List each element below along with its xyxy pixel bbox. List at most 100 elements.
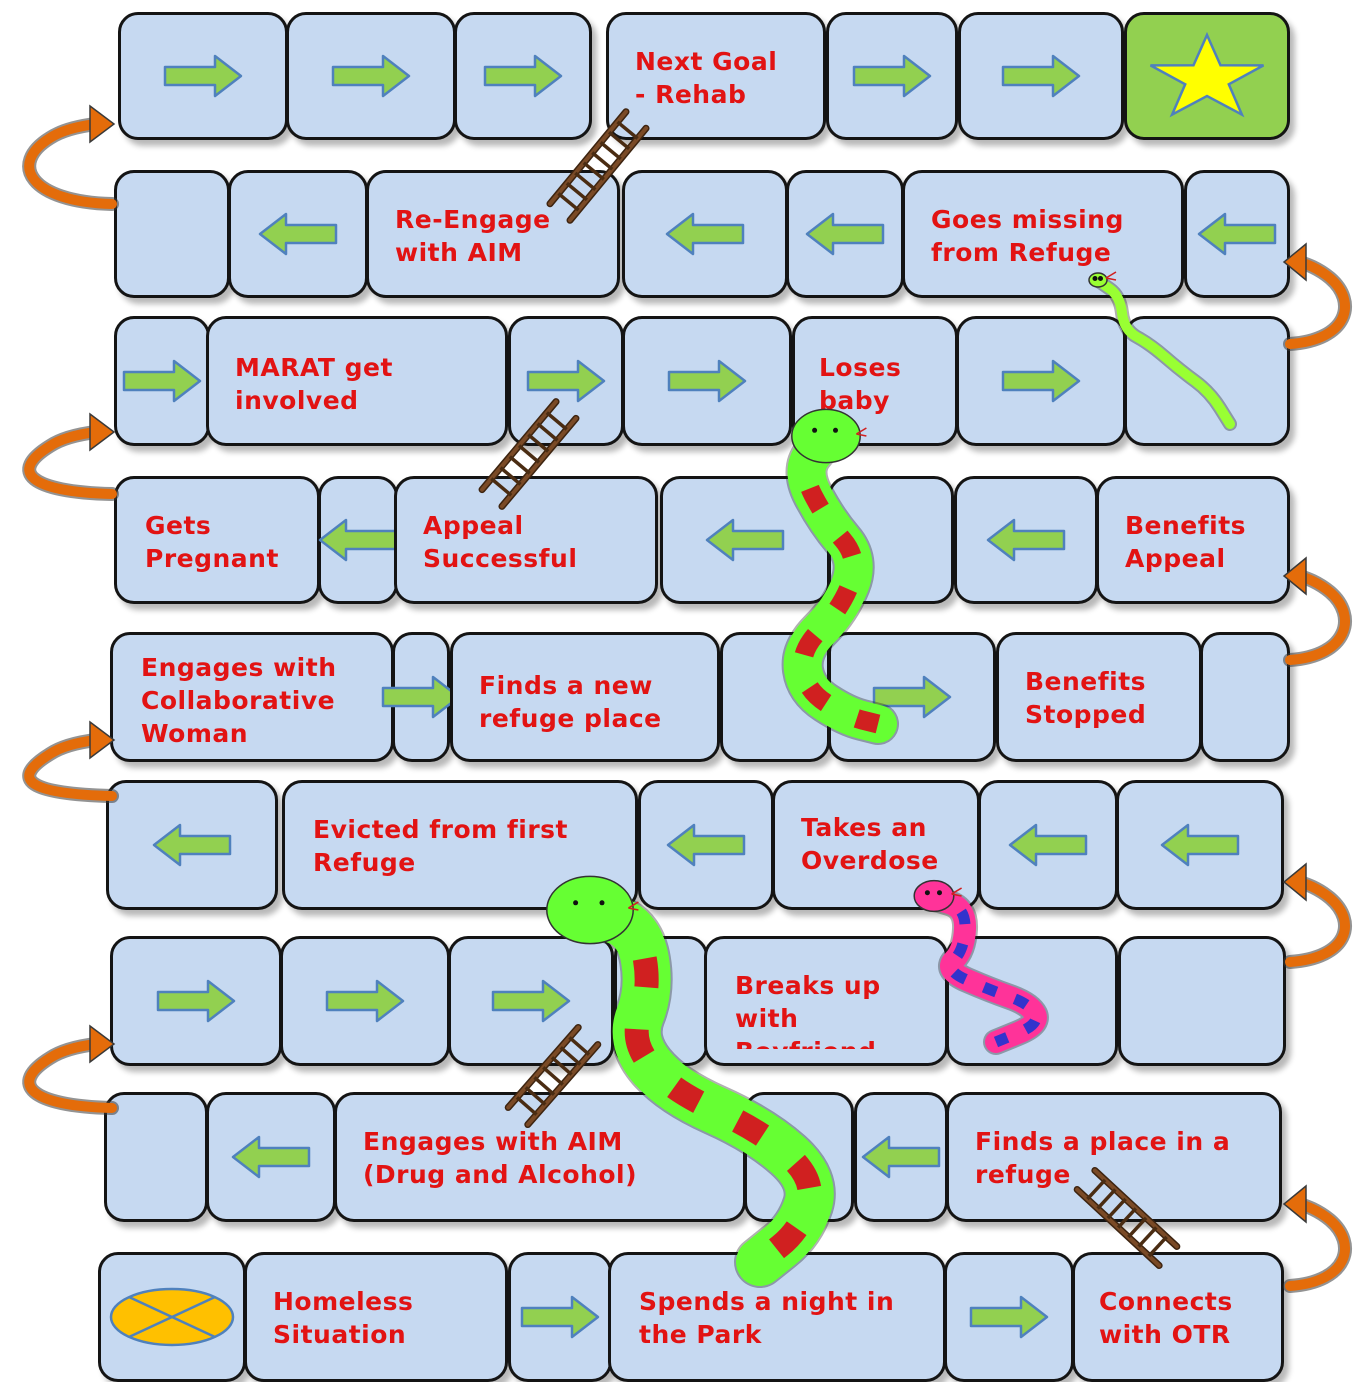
square-label: Gets Pregnant <box>145 511 279 573</box>
board-square-r3c2: MARAT get involved <box>206 316 508 446</box>
board-square-arrow <box>280 936 450 1066</box>
left-arrow-icon <box>1197 212 1277 256</box>
board-square-r9c4: Spends a night in the Park <box>608 1252 946 1382</box>
left-arrow-icon <box>705 518 785 562</box>
board-square-arrow <box>448 936 614 1066</box>
board-square-r6c2: Evicted from first Refuge <box>282 780 638 910</box>
board-square-arrow <box>110 936 282 1066</box>
right-arrow-icon <box>1001 359 1081 403</box>
board-square-arrow <box>854 1092 948 1222</box>
board-square-r5c6: Benefits Stopped <box>996 632 1202 762</box>
left-arrow-icon <box>665 212 745 256</box>
board-square-r4c3: Appeal Successful <box>394 476 658 604</box>
left-arrow-icon <box>318 518 398 562</box>
board-square-arrow <box>106 780 278 910</box>
square-label: Loses baby <box>819 353 902 415</box>
board-square-arrow <box>286 12 456 140</box>
square-label: Breaks up with Boyfriend <box>735 971 881 1049</box>
right-arrow-icon <box>381 675 461 719</box>
board-square-r6c4: Takes an Overdose <box>772 780 980 910</box>
board-square-empty <box>744 1092 854 1222</box>
board-square-arrow <box>318 476 398 604</box>
curved-arrow-icon <box>22 720 119 803</box>
board-square-r4c1: Gets Pregnant <box>114 476 320 604</box>
right-arrow-icon <box>852 54 932 98</box>
right-arrow-icon <box>526 359 606 403</box>
board-square-empty <box>1118 936 1286 1066</box>
square-label: Takes an Overdose <box>801 813 939 875</box>
curved-arrow-icon <box>1282 556 1352 667</box>
square-label: Engages with Collaborative Woman <box>141 653 337 748</box>
board-square-arrow <box>786 170 904 298</box>
finish-square <box>1124 12 1290 140</box>
right-arrow-icon <box>331 54 411 98</box>
right-arrow-icon <box>520 1295 600 1339</box>
board-square-r2c3: Re-Engage with AIM <box>366 170 620 298</box>
board-square-arrow <box>944 1252 1074 1382</box>
start-square <box>98 1252 246 1382</box>
right-arrow-icon <box>491 979 571 1023</box>
right-arrow-icon <box>969 1295 1049 1339</box>
board-square-r3c5: Loses baby <box>792 316 958 446</box>
square-label: Evicted from first Refuge <box>313 815 569 877</box>
board-square-r1c4: Next Goal - Rehab <box>606 12 826 140</box>
board-square-r7c4: Breaks up with Boyfriend <box>704 936 948 1066</box>
board-square-empty <box>104 1092 208 1222</box>
board-square-arrow <box>826 12 958 140</box>
board-square-arrow <box>622 316 792 446</box>
board-square-r5c3: Finds a new refuge place <box>450 632 720 762</box>
curved-arrow-icon <box>22 412 119 501</box>
board-square-arrow <box>118 12 288 140</box>
left-arrow-icon <box>986 518 1066 562</box>
right-arrow-icon <box>122 359 202 403</box>
board-square-r2c6: Goes missing from Refuge <box>902 170 1184 298</box>
square-label: Next Goal - Rehab <box>635 47 778 109</box>
square-label: Benefits Appeal <box>1125 511 1247 573</box>
board-square-empty <box>828 476 954 604</box>
right-arrow-icon <box>667 359 747 403</box>
left-arrow-icon <box>805 212 885 256</box>
board-square-arrow <box>660 476 830 604</box>
start-oval-icon <box>109 1287 235 1347</box>
board-square-arrow <box>958 12 1124 140</box>
right-arrow-icon <box>325 979 405 1023</box>
board-square-empty <box>1200 632 1290 762</box>
board-square-arrow <box>1116 780 1284 910</box>
square-label: Finds a new refuge place <box>479 671 662 733</box>
left-arrow-icon <box>666 823 746 867</box>
right-arrow-icon <box>163 54 243 98</box>
board-square-arrow <box>828 632 996 762</box>
square-label: Finds a place in a refuge <box>975 1127 1231 1189</box>
board-square-arrow <box>381 632 461 762</box>
board-square-r8c6: Finds a place in a refuge <box>946 1092 1282 1222</box>
board-square-arrow <box>638 780 774 910</box>
square-label: Homeless Situation <box>273 1287 414 1349</box>
board-square-arrow <box>1184 170 1290 298</box>
board-square-empty <box>1124 316 1290 446</box>
board-square-r9c6: Connects with OTR <box>1072 1252 1284 1382</box>
square-label: Engages with AIM (Drug and Alcohol) <box>363 1127 638 1189</box>
square-label: Benefits Stopped <box>1025 667 1147 729</box>
board-square-arrow <box>622 170 788 298</box>
board-square-arrow <box>956 316 1126 446</box>
left-arrow-icon <box>1160 823 1240 867</box>
board-square-r5c1: Engages with Collaborative Woman <box>110 632 394 762</box>
left-arrow-icon <box>152 823 232 867</box>
square-label: MARAT get involved <box>235 353 393 415</box>
board-square-r9c2: Homeless Situation <box>244 1252 508 1382</box>
curved-arrow-icon <box>1282 1184 1352 1293</box>
left-arrow-icon <box>258 212 338 256</box>
board-square-arrow <box>508 1252 612 1382</box>
square-label: Goes missing from Refuge <box>931 205 1124 267</box>
right-arrow-icon <box>872 675 952 719</box>
board-square-empty <box>614 936 708 1066</box>
star-icon <box>1149 31 1265 118</box>
board-square-arrow <box>206 1092 336 1222</box>
board-square-arrow <box>954 476 1098 604</box>
curved-arrow-icon <box>22 104 119 211</box>
board-square-empty <box>720 632 830 762</box>
square-label: Appeal Successful <box>423 511 578 573</box>
curved-arrow-icon <box>22 1024 119 1115</box>
square-label: Spends a night in the Park <box>639 1287 895 1349</box>
